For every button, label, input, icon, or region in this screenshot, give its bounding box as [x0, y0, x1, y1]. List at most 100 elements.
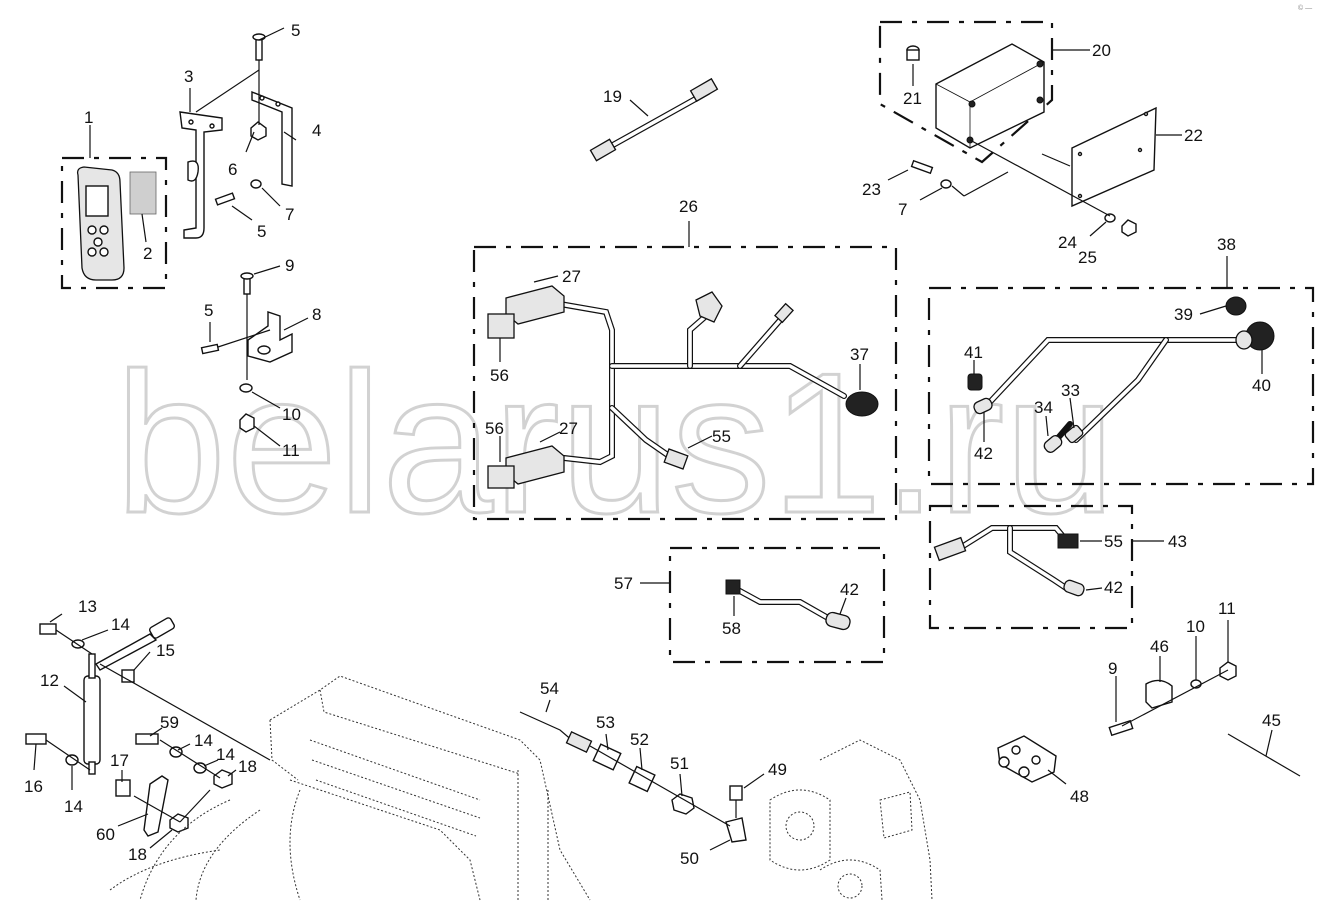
callout-58: 58	[722, 619, 741, 638]
nut-6	[250, 121, 267, 141]
callout-34: 34	[1034, 398, 1053, 417]
washer-14-d	[193, 762, 207, 774]
terminal-screen	[85, 185, 109, 217]
callout-33: 33	[1061, 381, 1080, 400]
callout-23: 23	[862, 180, 881, 199]
callout-59: 59	[160, 713, 179, 732]
callout-18-bottom: 18	[128, 845, 147, 864]
connector-27-top	[505, 285, 565, 325]
terminal-dashed-box	[60, 156, 168, 290]
callout-46: 46	[1150, 637, 1169, 656]
callout-60: 60	[96, 825, 115, 844]
nut-25	[1121, 219, 1137, 237]
callout-27-top: 27	[562, 267, 581, 286]
callout-37: 37	[850, 345, 869, 364]
pin-15	[94, 633, 158, 671]
connector-43-left	[933, 536, 967, 562]
washer-24	[1104, 213, 1116, 223]
callout-53: 53	[596, 713, 615, 732]
screw-9	[243, 277, 251, 295]
callout-10-right: 10	[1186, 617, 1205, 636]
callout-55-harness: 55	[712, 427, 731, 446]
callout-27-bottom: 27	[559, 419, 578, 438]
callout-11-left: 11	[282, 441, 300, 460]
part-group-fittings: 54 53 52 51 49 50	[519, 679, 787, 868]
washer-14-b	[65, 754, 79, 766]
callout-7-left: 7	[285, 205, 294, 224]
callout-4: 4	[312, 121, 321, 140]
callout-13: 13	[78, 597, 97, 616]
callout-54: 54	[540, 679, 559, 698]
callout-10-left: 10	[282, 405, 301, 424]
callout-12: 12	[40, 671, 59, 690]
plug-56-bottom	[487, 465, 515, 489]
part-group-bracket-8: 9 8 5 10 11	[200, 256, 321, 460]
callout-22: 22	[1184, 126, 1203, 145]
sensor-54	[565, 731, 593, 753]
bolt-59	[135, 733, 159, 745]
callout-14-top: 14	[111, 615, 130, 634]
callout-51: 51	[670, 754, 689, 773]
bracket-4	[251, 90, 293, 187]
harness-43-dashed-box	[928, 504, 1134, 630]
adapter-52	[628, 765, 656, 793]
callout-24: 24	[1058, 233, 1077, 252]
callout-9-left: 9	[285, 256, 294, 275]
plate-22	[1071, 106, 1157, 208]
fitting-49	[729, 785, 743, 801]
terminal-pad	[129, 171, 157, 215]
nut-51	[671, 793, 695, 815]
connector-55-43	[1057, 533, 1079, 549]
part-group-clamp: 9 46 10 11 45 48	[997, 599, 1301, 806]
callout-42-43: 42	[1104, 578, 1123, 597]
part-group-harness-38: 38 39 40 41 33 34 42	[927, 235, 1315, 486]
connector-34	[1043, 435, 1063, 453]
connector-42-43	[1063, 579, 1085, 597]
connector-55-harness	[663, 448, 689, 470]
elbow-50	[725, 817, 747, 843]
terminal-body	[76, 166, 125, 281]
control-box-dashed	[878, 20, 1054, 164]
screw-5c	[200, 343, 220, 355]
callout-1: 1	[84, 108, 93, 127]
cable-57-dashed-box	[668, 546, 886, 664]
cap-39	[1225, 296, 1247, 316]
callout-43: 43	[1168, 532, 1187, 551]
callout-16: 16	[24, 777, 43, 796]
screw-5b	[214, 192, 236, 206]
callout-11-right: 11	[1218, 599, 1236, 618]
callout-2: 2	[143, 244, 152, 263]
bracket-3	[179, 111, 223, 239]
callout-45: 45	[1262, 711, 1281, 730]
callout-55-43: 55	[1104, 532, 1123, 551]
corner-mark: © —	[1298, 4, 1312, 12]
bolt-13	[39, 623, 57, 635]
part-group-cable-57: 57 58 42	[614, 546, 886, 664]
connector-42-a	[973, 397, 993, 415]
connector-33	[1064, 424, 1084, 444]
washer-7b	[940, 179, 952, 189]
bolt-16	[25, 733, 47, 745]
washer-7	[250, 179, 262, 189]
callout-25: 25	[1078, 248, 1097, 267]
gas-strut-12	[83, 675, 101, 765]
part-group-cable-19: 19	[589, 77, 719, 162]
callout-17: 17	[110, 751, 129, 770]
callout-14-bottom: 14	[64, 797, 83, 816]
callout-39: 39	[1174, 305, 1193, 324]
callout-18-top: 18	[238, 757, 257, 776]
link-60	[143, 775, 169, 837]
callout-14-mid: 14	[194, 731, 213, 750]
bracket-8	[247, 311, 293, 363]
callout-48: 48	[1070, 787, 1089, 806]
washer-10	[239, 383, 253, 393]
harness-38-dashed-box	[927, 286, 1315, 486]
nut-18-a	[213, 769, 233, 789]
part-group-terminal: 1 2	[60, 108, 168, 290]
callout-41: 41	[964, 343, 983, 362]
callout-21: 21	[903, 89, 922, 108]
callout-38: 38	[1217, 235, 1236, 254]
part-group-harness-26: 26 27 56 37 27 56 55	[472, 197, 898, 521]
callout-56-top: 56	[490, 366, 509, 385]
